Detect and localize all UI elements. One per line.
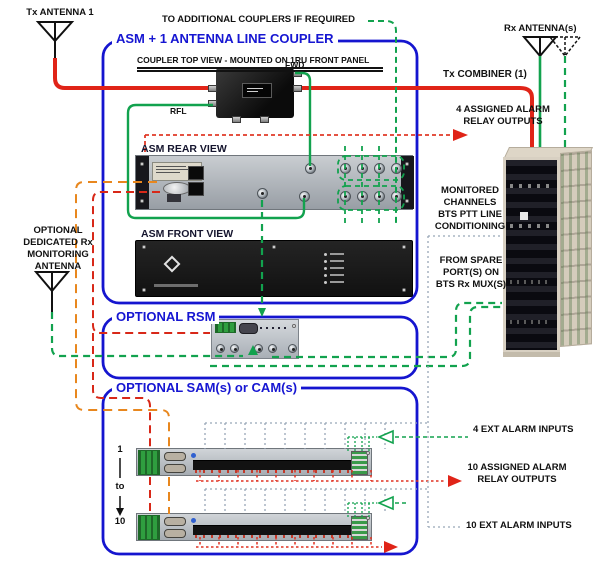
ext4-comb-2: [347, 502, 377, 517]
rsm-db9: [239, 323, 258, 334]
arrow-up: [248, 345, 258, 355]
additional-couplers-label: TO ADDITIONAL COUPLERS IF REQUIRED: [162, 14, 356, 25]
monitoring-antenna-label: OPTIONAL DEDICATED Rx MONITORING ANTENNA: [23, 225, 93, 272]
ext4-label: 4 EXT ALARM INPUTS: [473, 424, 574, 435]
alarm10-label: 10 ASSIGNED ALARM RELAY OUTPUTS: [467, 462, 567, 485]
coupler-port-tx-in: [208, 85, 217, 92]
open-arrow-left: [376, 495, 394, 511]
ext10-label: 10 EXT ALARM INPUTS: [466, 520, 572, 531]
ext-alarm-wiring: [204, 235, 500, 528]
arrow-right: [453, 129, 468, 141]
main-box-title: ASM + 1 ANTENNA LINE COUPLER: [112, 32, 338, 46]
monitoring-antenna-link: [50, 312, 243, 358]
range-start-label: 1: [117, 444, 123, 455]
ethernet-jack: [188, 166, 204, 180]
asm-aux-connector: [167, 194, 181, 202]
additional-couplers-chain: [337, 20, 405, 224]
equipment-rack-base: [503, 352, 560, 357]
front-text-bar: [154, 284, 198, 287]
coupler-label-plate: [242, 83, 272, 98]
spare-port-links: [210, 56, 567, 368]
arrow-down: [258, 308, 266, 317]
relay-output-comb-1: [196, 470, 446, 482]
rsm-box-title: OPTIONAL RSM: [112, 310, 220, 324]
asm-rear-view-photo: [135, 155, 414, 210]
spare-ports-label: FROM SPARE PORT(S) ON BTS Rx MUX(S): [435, 255, 507, 290]
coupler-port-tx-out: [293, 85, 302, 92]
coupler-view-label: COUPLER TOP VIEW - MOUNTED ON 1RU FRONT …: [137, 55, 370, 65]
rsm-bnc: [268, 344, 277, 353]
monitored-channels-label: MONITORED CHANNELS BTS PTT LINE CONDITIO…: [434, 185, 506, 232]
range-end-label: 10: [114, 516, 126, 527]
coupler-top-view-photo: [208, 68, 302, 123]
fwd-label: FWD: [285, 60, 305, 70]
asm-monitor-bnc: [257, 188, 268, 199]
coupler-fwd-rfl-links: [126, 71, 312, 220]
arrow-right: [384, 541, 398, 553]
serial-bus-orange: [75, 181, 170, 514]
asm-front-view-photo: [135, 240, 413, 297]
coupler-port-rfl: [208, 100, 217, 107]
optional-rsm-box: [101, 315, 419, 380]
asm-rear-label: ASM REAR VIEW: [141, 143, 227, 155]
rsm-bnc-a: [216, 344, 225, 353]
rsm-bnc: [230, 344, 239, 353]
open-arrow-left: [376, 429, 394, 445]
rsm-terminal-block: [215, 322, 236, 333]
arrow-right: [448, 475, 462, 487]
range-to-label: to: [115, 481, 125, 492]
relay-output-comb-2: [196, 537, 382, 548]
rx-antenna-label: Rx ANTENNA(s): [504, 23, 577, 34]
tx-antenna-label: Tx ANTENNA 1: [26, 7, 94, 18]
sam-box-title: OPTIONAL SAM(s) or CAM(s): [112, 381, 302, 395]
sam-unit-10: [136, 513, 372, 541]
serial-bus-red: [92, 191, 210, 514]
tx-antenna-icon: [35, 21, 75, 58]
ext4-comb-1: [347, 436, 377, 452]
rfl-label: RFL: [170, 106, 187, 116]
equipment-rack-front: [503, 157, 560, 353]
range-arrow: [116, 458, 124, 516]
rsm-photo: [211, 319, 299, 359]
rx-antenna-dashed-icon: [548, 36, 582, 58]
alarm4-label: 4 ASSIGNED ALARM RELAY OUTPUTS: [456, 104, 550, 127]
rx-monitoring-antenna-icon: [33, 271, 71, 312]
ethernet-jack: [188, 182, 204, 196]
1ru-front-panel-bar: [137, 67, 383, 72]
coupler-port-bottom-1: [232, 116, 241, 123]
tx-combiner-label: Tx COMBINER (1): [443, 69, 527, 80]
rsm-bnc: [288, 344, 297, 353]
asm-front-label: ASM FRONT VIEW: [141, 228, 234, 240]
coupler-port-bottom-2: [260, 116, 269, 123]
alarm4-line: [144, 134, 452, 152]
rack-ear: [136, 156, 149, 209]
